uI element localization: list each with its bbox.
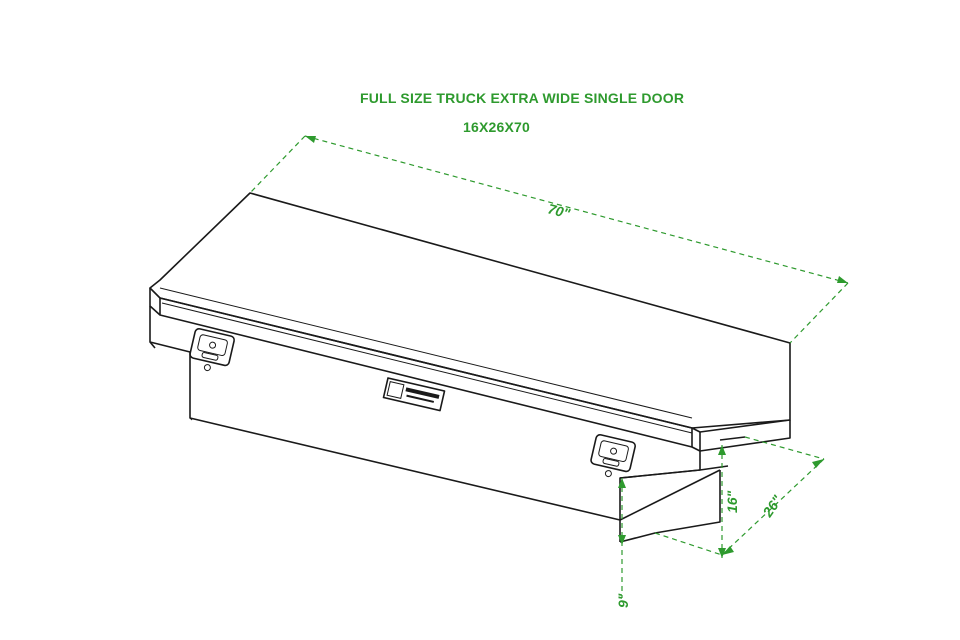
height-dimension: 16" [718, 445, 740, 558]
diagram-title: FULL SIZE TRUCK EXTRA WIDE SINGLE DOOR [360, 90, 685, 106]
step-dimension: 9" [615, 478, 631, 608]
step-dimension-label: 9" [615, 593, 631, 608]
right-latch-icon [590, 433, 636, 478]
length-dimension-label: 70" [546, 200, 572, 221]
diagram-subtitle: 16X26X70 [463, 119, 530, 135]
brand-badge-icon [382, 377, 446, 412]
length-dimension: 70" [249, 135, 849, 344]
toolbox-outline-icon [149, 192, 791, 543]
left-latch-icon [189, 327, 235, 372]
height-dimension-label: 16" [724, 490, 740, 513]
